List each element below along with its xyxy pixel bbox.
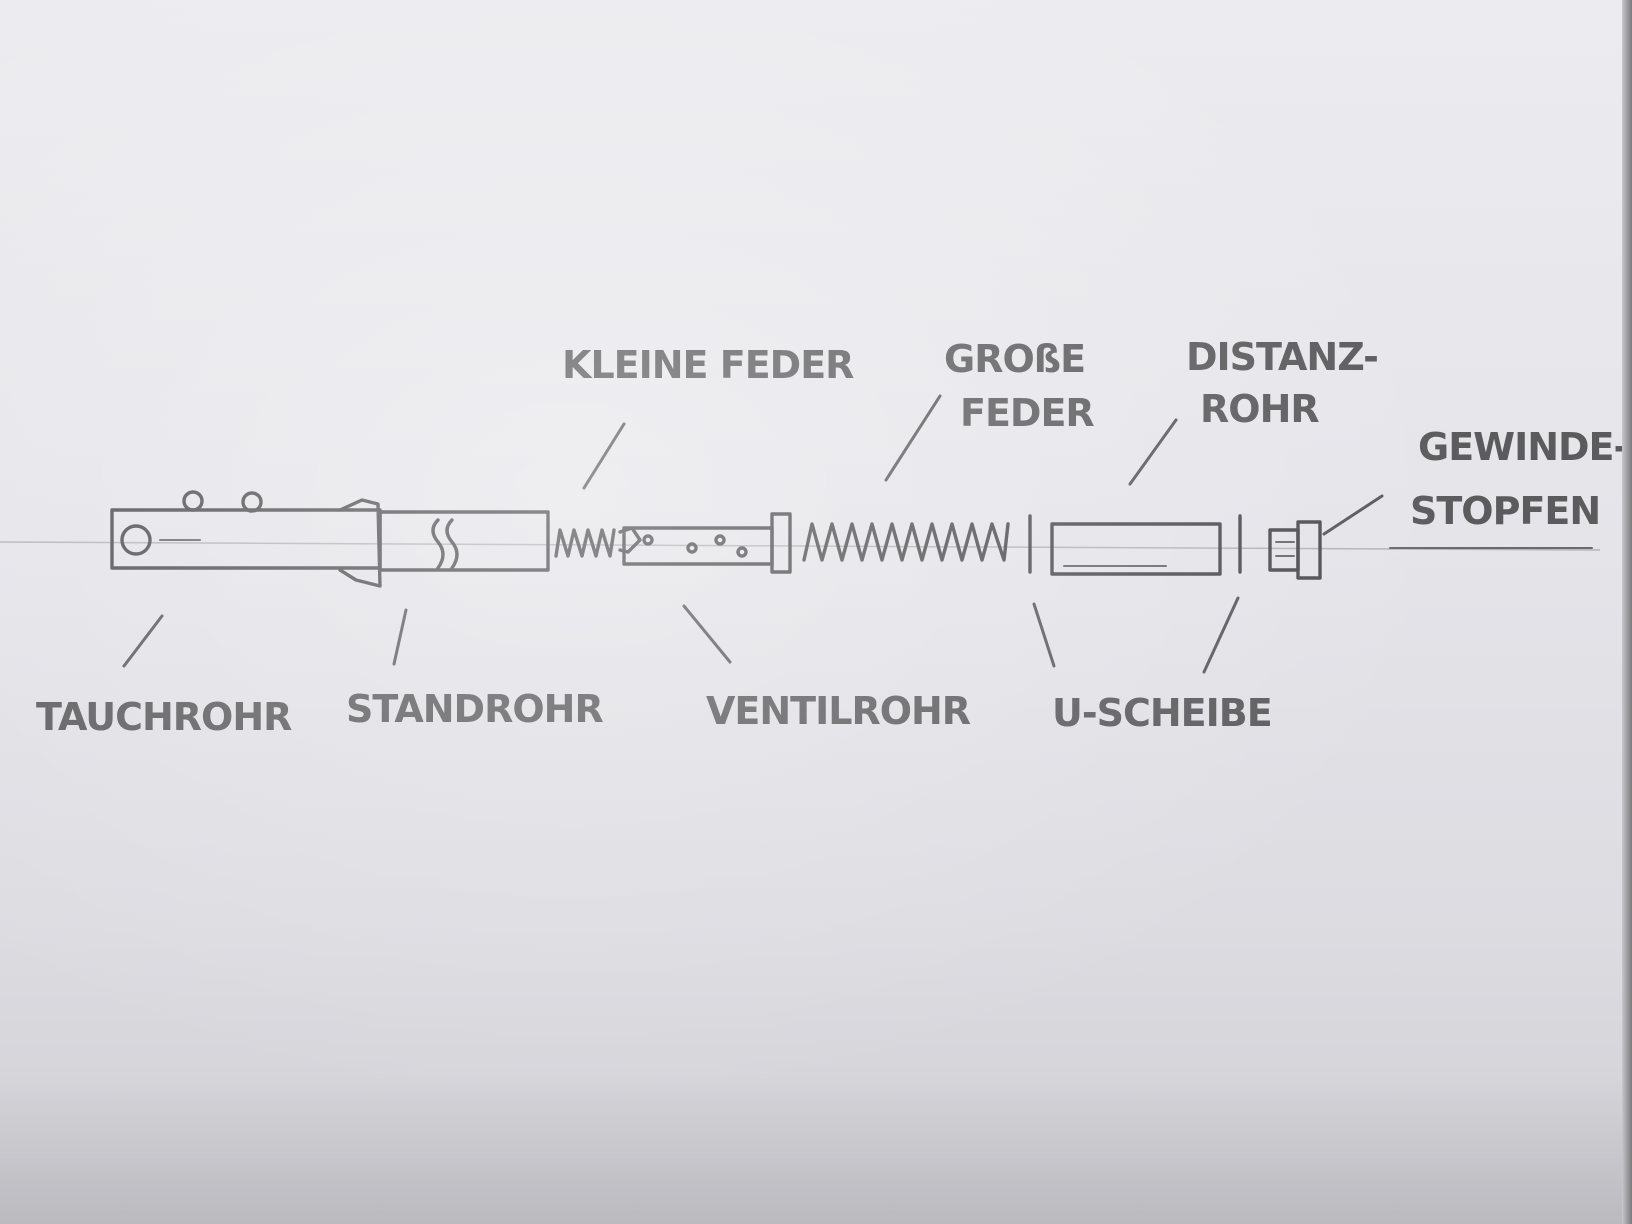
label-distanzrohr-line2: ROHR	[1200, 387, 1319, 431]
label-gewindestopfen-line2: STOPFEN	[1410, 489, 1600, 533]
leader-standrohr	[392, 608, 408, 666]
label-grosse-feder-line1: GROßE	[944, 337, 1085, 381]
label-u-scheibe: U-SCHEIBE	[1052, 691, 1272, 735]
center-line	[0, 541, 1601, 551]
leader-gewindestopfen	[1322, 494, 1384, 536]
standrohr-part	[378, 510, 550, 572]
leader-grosse-feder	[884, 394, 942, 482]
leader-u-scheibe-2	[1202, 596, 1240, 674]
gewindestopfen-part	[1268, 520, 1322, 580]
paper-shadow	[0, 1074, 1632, 1224]
leader-tauchrohr	[122, 614, 164, 668]
label-grosse-feder-line2: FEDER	[960, 391, 1094, 435]
label-gewindestopfen-line1: GEWINDE-	[1418, 425, 1628, 469]
leader-distanzrohr	[1128, 418, 1178, 486]
tauchrohr-part	[110, 490, 382, 588]
label-ventilrohr: VENTILROHR	[706, 689, 971, 733]
paper-edge	[1622, 0, 1632, 1224]
label-standrohr: STANDROHR	[346, 687, 603, 731]
leader-u-scheibe-1	[1032, 602, 1056, 668]
distanzrohr-part	[1050, 522, 1222, 576]
label-tauchrohr: TAUCHROHR	[36, 695, 292, 739]
kleine-feder-part	[554, 528, 616, 558]
label-distanzrohr-line1: DISTANZ-	[1186, 335, 1378, 379]
leader-ventilrohr	[682, 604, 732, 664]
label-kleine-feder: KLEINE FEDER	[562, 343, 854, 387]
grosse-feder-part	[802, 522, 1010, 562]
leader-kleine-feder	[582, 422, 626, 490]
ventilrohr-part	[618, 512, 792, 574]
